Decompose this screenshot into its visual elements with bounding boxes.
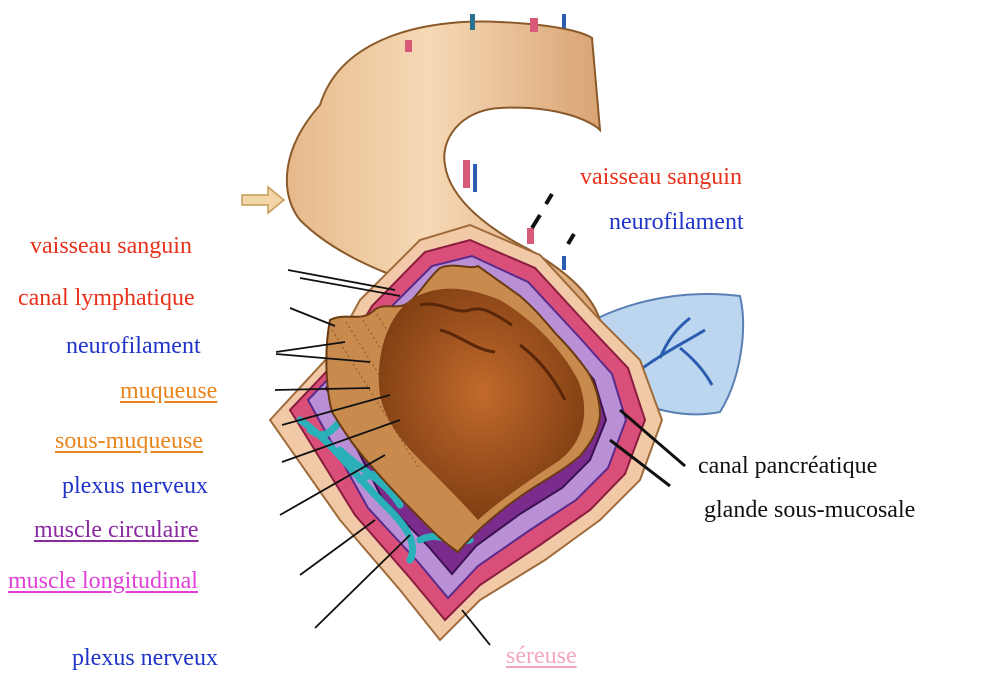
label-plexus-nerveux-bottom: plexus nerveux (72, 645, 218, 671)
label-plexus-nerveux: plexus nerveux (62, 473, 208, 499)
label-vaisseau-sanguin-right: vaisseau sanguin (580, 164, 742, 190)
label-glande-sous-mucosale: glande sous-mucosale (704, 497, 915, 523)
label-vaisseau-sanguin: vaisseau sanguin (30, 233, 192, 259)
label-canal-pancreatique: canal pancréatique (698, 453, 877, 479)
label-sous-muqueuse: sous-muqueuse (55, 428, 203, 454)
label-canal-lymphatique: canal lymphatique (18, 285, 195, 311)
label-neurofilament: neurofilament (66, 333, 201, 359)
label-muscle-circulaire: muscle circulaire (34, 517, 199, 543)
label-sereuse: séreuse (506, 643, 577, 669)
flow-arrow-icon (242, 187, 284, 213)
label-muqueuse: muqueuse (120, 378, 217, 404)
label-muscle-longitudinal: muscle longitudinal (8, 568, 198, 594)
label-neurofilament-right: neurofilament (609, 209, 744, 235)
